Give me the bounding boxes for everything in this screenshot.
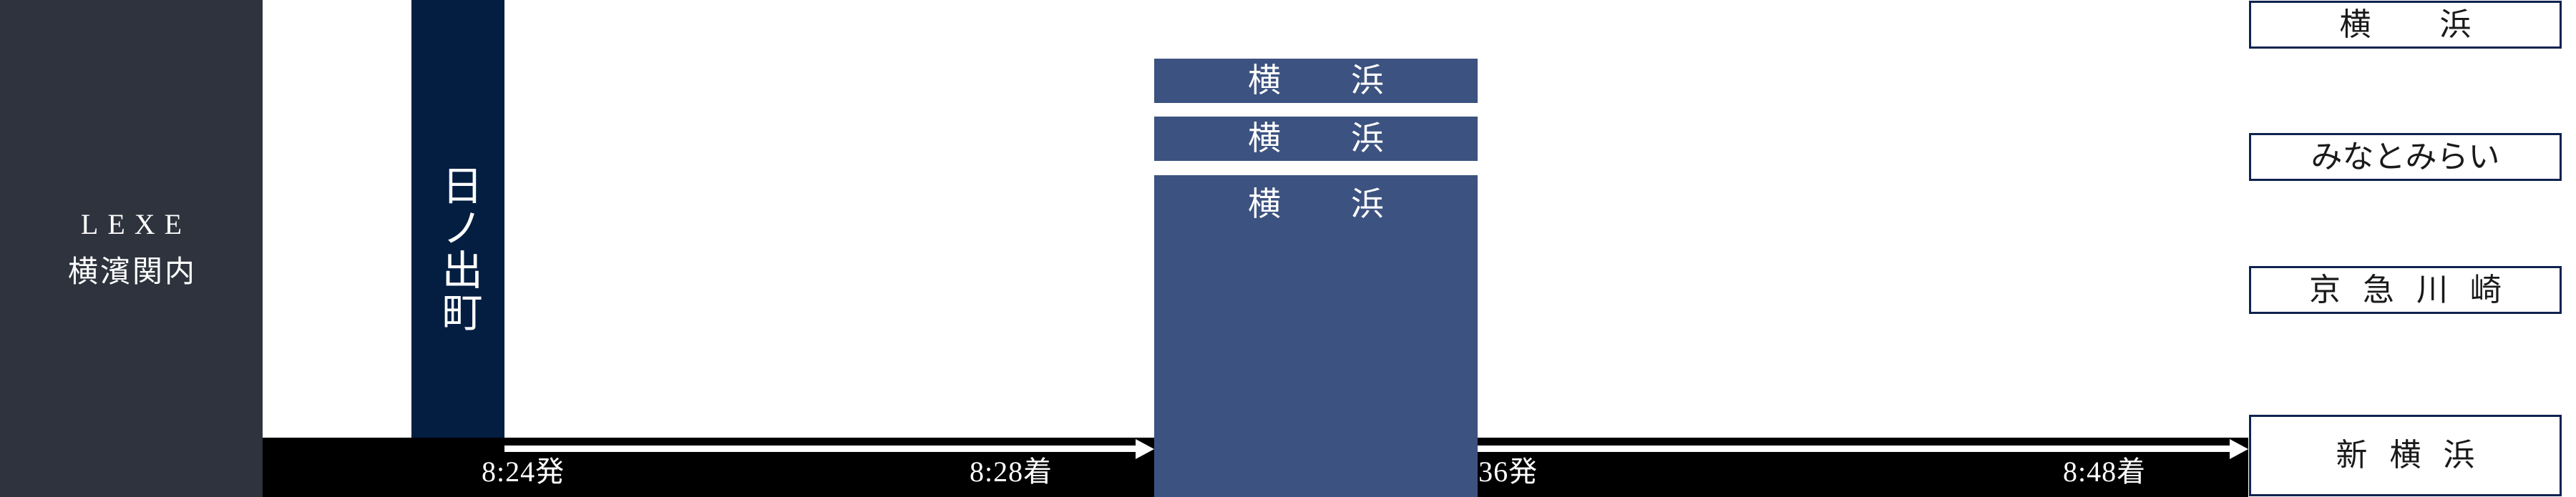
destination-box-shin-yokohama[interactable]: 新 横 浜 bbox=[2249, 415, 2562, 496]
transfer-station-label: 横 浜 bbox=[1248, 62, 1402, 99]
transfer-station-box-2: 横 浜 bbox=[1154, 117, 1478, 161]
destination-box-keikyu-kawasaki[interactable]: 京 急 川 崎 bbox=[2249, 266, 2562, 314]
brand-sidebar: LEXE 横濱関内 bbox=[0, 0, 263, 497]
destination-label: 新 横 浜 bbox=[2336, 438, 2482, 473]
arrow-right-icon bbox=[2230, 439, 2248, 459]
destination-box-minatomirai[interactable]: みなとみらい bbox=[2249, 133, 2562, 181]
transfer-station-box-3: 横 浜 bbox=[1154, 175, 1478, 497]
destination-label: みなとみらい bbox=[2311, 139, 2500, 174]
origin-station-label: 日ノ出町 bbox=[436, 164, 482, 333]
arrive-time-label: 8:28着 bbox=[970, 456, 1053, 488]
origin-station-banner: 日ノ出町 bbox=[411, 0, 504, 497]
transfer-station-box-1: 横 浜 bbox=[1154, 59, 1478, 103]
destination-label: 横 浜 bbox=[2339, 6, 2490, 42]
track-line-icon bbox=[504, 446, 1136, 452]
track-line-icon bbox=[1478, 446, 2230, 452]
arrow-right-icon bbox=[1136, 439, 1154, 459]
transfer-station-label: 横 浜 bbox=[1248, 186, 1402, 222]
timeline-segment-2: 8:36発 8:48着 bbox=[1455, 438, 2248, 497]
destination-box-yokohama[interactable]: 横 浜 bbox=[2249, 1, 2562, 49]
transfer-station-label: 横 浜 bbox=[1248, 120, 1402, 157]
destination-column: 横 浜 みなとみらい 京 急 川 崎 新 横 浜 bbox=[2249, 0, 2562, 497]
destination-label: 京 急 川 崎 bbox=[2309, 272, 2509, 307]
timeline-segment-1: 8:24発 8:28着 bbox=[482, 438, 1154, 497]
arrive-time-label: 8:48着 bbox=[2063, 456, 2147, 488]
brand-japanese-name: 横濱関内 bbox=[67, 255, 197, 289]
depart-time-label: 8:24発 bbox=[482, 456, 565, 488]
brand-roman-name: LEXE bbox=[80, 207, 192, 240]
